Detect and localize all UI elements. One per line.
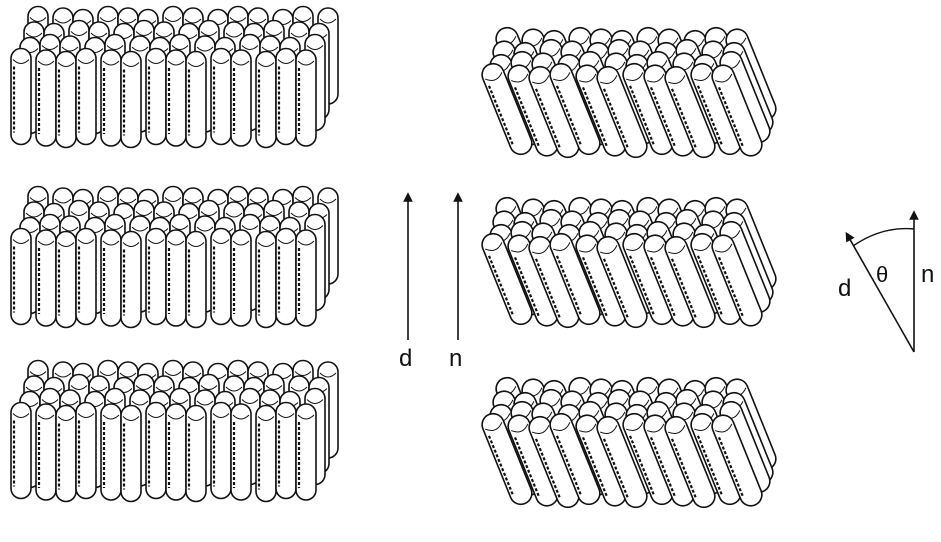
rod	[11, 49, 31, 145]
rod	[166, 230, 186, 326]
rod	[121, 406, 141, 502]
smectic-c-stack	[479, 24, 779, 510]
rod	[231, 404, 251, 500]
rod	[76, 229, 96, 325]
d-vector	[848, 236, 914, 352]
rod	[121, 232, 141, 328]
rod	[256, 406, 276, 502]
rod	[186, 232, 206, 328]
rod	[276, 49, 296, 145]
rod	[146, 49, 166, 145]
rod	[101, 230, 121, 326]
n-label-right: n	[921, 261, 934, 288]
n-label-mid: n	[449, 345, 462, 372]
rod	[296, 230, 316, 326]
rod	[276, 403, 296, 499]
rod	[56, 406, 76, 502]
d-label-right: d	[838, 275, 851, 302]
rod	[101, 50, 121, 146]
rod	[36, 230, 56, 326]
rod	[211, 403, 231, 499]
rod	[231, 230, 251, 326]
rod	[276, 229, 296, 325]
rod	[146, 229, 166, 325]
d-label-mid: d	[399, 345, 412, 372]
rod	[11, 403, 31, 499]
rod	[186, 52, 206, 148]
rod	[36, 50, 56, 146]
rod	[11, 229, 31, 325]
rod	[186, 406, 206, 502]
rod	[76, 49, 96, 145]
rod	[166, 50, 186, 146]
rod	[211, 49, 231, 145]
rod	[256, 232, 276, 328]
tilt-angle-diagram: d θ n	[838, 215, 934, 352]
rod	[146, 403, 166, 499]
rod	[36, 404, 56, 500]
layer-normal-arrows: d n	[399, 197, 462, 372]
rod	[256, 52, 276, 148]
rod	[76, 403, 96, 499]
rod	[56, 232, 76, 328]
rod	[296, 404, 316, 500]
rod	[231, 50, 251, 146]
rod	[211, 229, 231, 325]
theta-label: θ	[876, 262, 888, 287]
rod	[101, 404, 121, 500]
rod	[296, 50, 316, 146]
rod	[56, 52, 76, 148]
theta-arc	[853, 229, 914, 246]
smectic-a-stack	[11, 7, 338, 502]
rod	[121, 52, 141, 148]
rod	[166, 404, 186, 500]
